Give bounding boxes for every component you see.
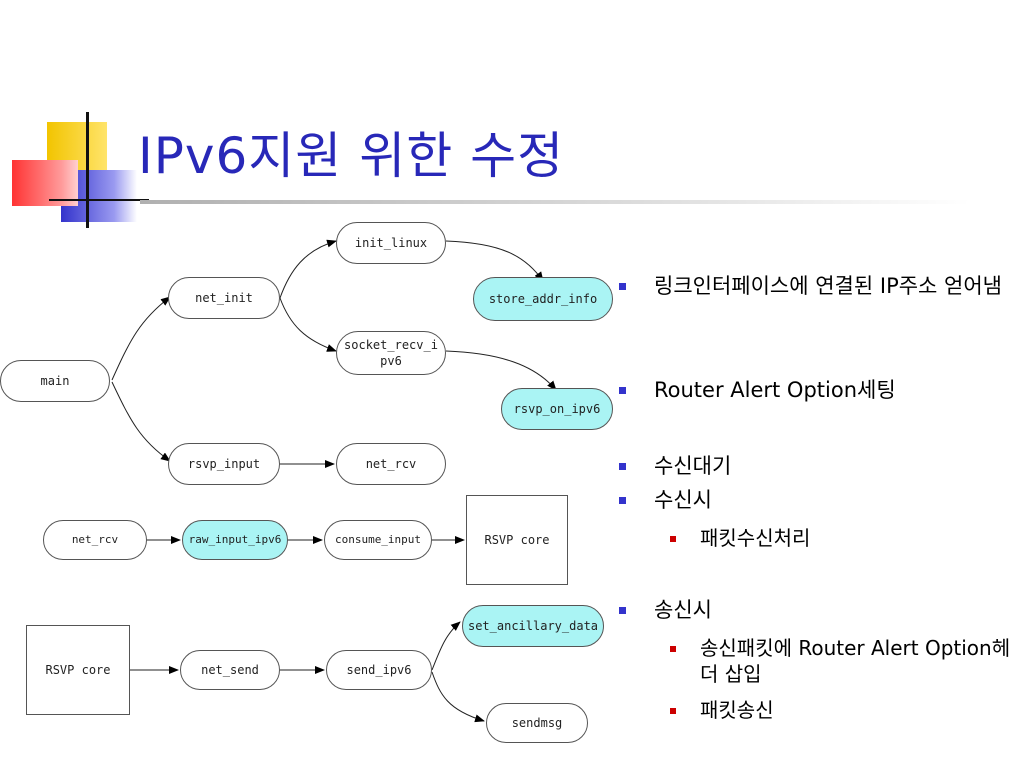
node-net-send: net_send xyxy=(180,650,280,690)
node-rsvp-input: rsvp_input xyxy=(168,443,280,485)
square-bullet-icon xyxy=(619,463,626,470)
sub-bullet-text: 패킷수신처리 xyxy=(700,526,811,550)
title-underline xyxy=(140,200,970,204)
node-net-init: net_init xyxy=(168,277,280,319)
arrow-send-ipv6-to-sendmsg xyxy=(431,671,485,723)
node-sendmsg: sendmsg xyxy=(486,703,588,743)
arrow-send-ipv6-to-ancillary xyxy=(431,621,461,671)
node-net-rcv: net_rcv xyxy=(43,520,147,560)
bullet-item: Router Alert Option세팅 xyxy=(612,377,1017,404)
logo-vertical-line xyxy=(86,112,89,228)
node-send-ipv6: send_ipv6 xyxy=(326,650,432,690)
sub-bullet-item: 패킷송신 xyxy=(666,697,1018,723)
arrow-socket-recv-to-rsvp-on xyxy=(445,350,557,391)
square-sub-bullet-icon xyxy=(670,708,676,714)
sub-bullet-item: 패킷수신처리 xyxy=(666,525,1018,551)
square-bullet-icon xyxy=(619,607,626,614)
square-sub-bullet-icon xyxy=(670,536,676,542)
square-bullet-icon xyxy=(619,283,626,290)
square-sub-bullet-icon xyxy=(670,646,676,652)
arrow-main-to-rsvp-input xyxy=(111,381,171,462)
node-main: main xyxy=(0,360,110,402)
node-set-ancillary-data: set_ancillary_data xyxy=(462,605,604,647)
node-socket-recv-ipv6: socket_recv_i pv6 xyxy=(336,331,446,375)
diagram-arrows xyxy=(111,239,557,723)
square-bullet-icon xyxy=(619,387,626,394)
logo-horizontal-line xyxy=(49,199,149,201)
sub-bullet-item: 송신패킷에 Router Alert Option헤더 삽입 xyxy=(666,635,1018,687)
call-flow-diagram: main net_init init_linux store_addr_info… xyxy=(0,210,620,760)
bullet-text: 수신시 xyxy=(654,488,712,512)
slide-title: IPv6지원 위한 수정 xyxy=(138,127,565,185)
bullet-item: 링크인터페이스에 연결된 IP주소 얻어냄 xyxy=(612,273,1017,300)
node-store-addr-info: store_addr_info xyxy=(473,277,613,321)
arrow-init-linux-to-store-addr xyxy=(445,240,544,282)
arrow-net-init-to-init-linux xyxy=(279,239,337,299)
node-init-linux: init_linux xyxy=(336,222,446,264)
logo-red-square xyxy=(12,160,78,206)
arrow-net-init-to-socket-recv xyxy=(279,297,337,352)
bullet-item: 수신시 xyxy=(612,487,1017,514)
bullet-text: 링크인터페이스에 연결된 IP주소 얻어냄 xyxy=(654,274,1003,298)
bullet-item: 수신대기 xyxy=(612,453,1017,480)
bullet-item: 송신시 xyxy=(612,597,1017,624)
node-raw-input-ipv6: raw_input_ipv6 xyxy=(182,520,288,560)
bullet-text: Router Alert Option세팅 xyxy=(654,378,896,402)
node-net-rcv-top: net_rcv xyxy=(336,443,446,485)
slide-logo-decoration xyxy=(0,0,150,240)
square-bullet-icon xyxy=(619,497,626,504)
node-rsvp-core-send: RSVP core xyxy=(26,625,130,715)
node-rsvp-on-ipv6: rsvp_on_ipv6 xyxy=(501,388,613,430)
arrow-main-to-net-init xyxy=(111,296,171,381)
bullet-text: 송신시 xyxy=(654,598,712,622)
sub-bullet-text: 송신패킷에 Router Alert Option헤더 삽입 xyxy=(700,636,1011,686)
node-consume-input: consume_input xyxy=(324,520,432,560)
node-rsvp-core: RSVP core xyxy=(466,495,568,585)
sub-bullet-text: 패킷송신 xyxy=(700,698,774,722)
bullet-text: 수신대기 xyxy=(654,454,732,478)
